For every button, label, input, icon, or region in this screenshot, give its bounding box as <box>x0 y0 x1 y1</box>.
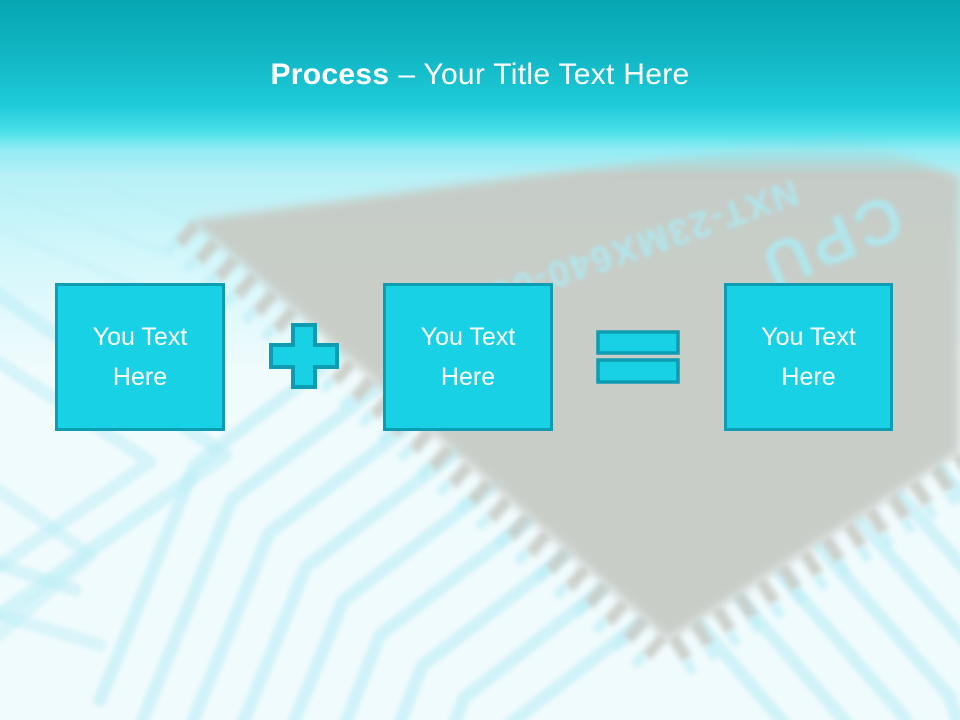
box-2-label-line-1: You Text <box>420 323 516 351</box>
plus-icon[interactable] <box>266 318 342 394</box>
title-keyword: Process <box>270 58 390 91</box>
circuit-traces-chevrons <box>0 286 232 652</box>
process-box-3[interactable]: You Text Here <box>724 283 893 431</box>
circuit-traces-left-fan <box>93 343 648 720</box>
box-2-label-line-2: Here <box>440 363 496 391</box>
cpu-chip: NXT-23MX640-00 CPU <box>163 133 960 676</box>
process-box-2[interactable]: You Text Here <box>383 283 553 431</box>
box-1-label-line-2: Here <box>112 363 168 391</box>
title-text: – Your Title Text Here <box>398 58 690 91</box>
header-gradient <box>0 0 960 175</box>
box-1-label-line-1: You Text <box>92 323 188 351</box>
circuit-traces-right-fan <box>693 462 960 720</box>
equals-icon[interactable] <box>593 327 683 389</box>
box-3-label-line-2: Here <box>781 363 836 391</box>
process-box-1[interactable]: You Text Here <box>55 283 225 431</box>
box-3-label-line-1: You Text <box>761 323 856 351</box>
slide-title[interactable]: Process– Your Title Text Here <box>0 57 960 93</box>
